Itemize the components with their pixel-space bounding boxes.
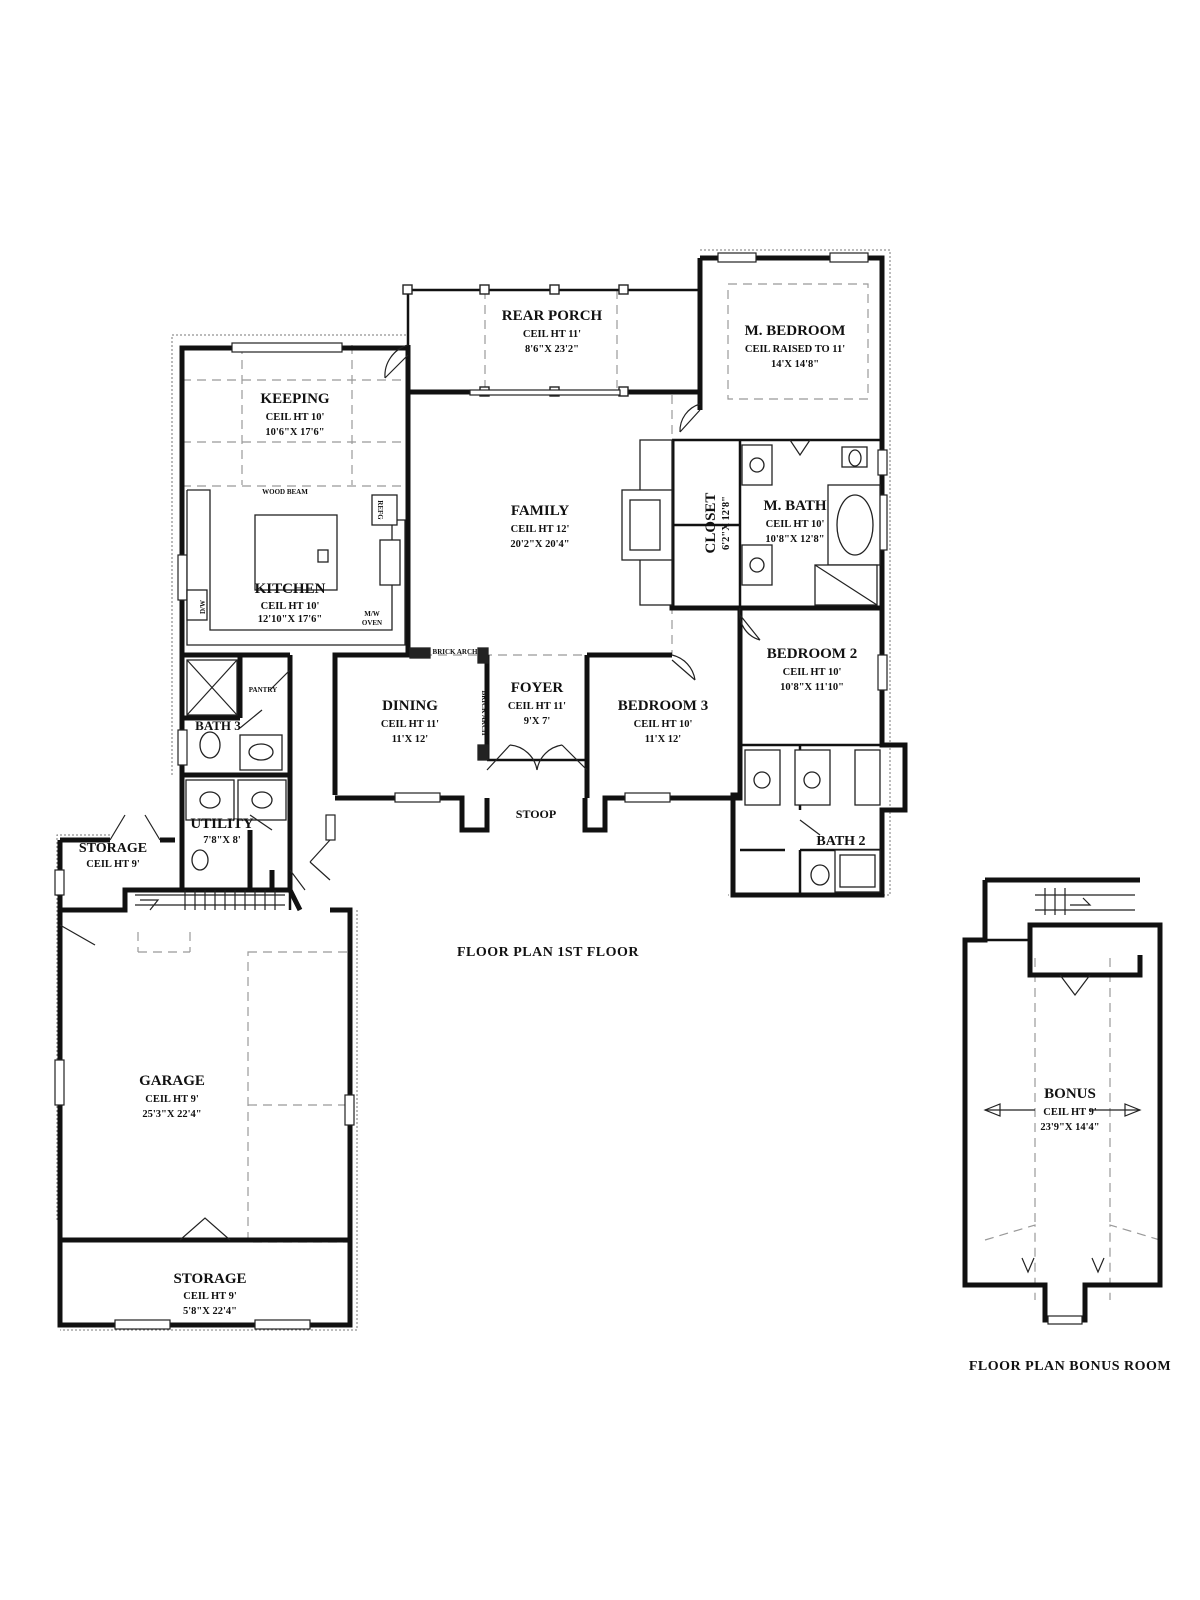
m-bedroom-ceiling: CEIL RAISED TO 11'	[745, 344, 845, 355]
dining-ceiling: CEIL HT 11'	[381, 719, 439, 730]
brick-arch-label-top: BRICK ARCH	[433, 648, 478, 656]
m-bedroom-name: M. BEDROOM	[745, 323, 846, 339]
storage-small-name: STORAGE	[79, 841, 147, 856]
keeping-size: 10'6"X 17'6"	[265, 427, 324, 438]
keeping-name: KEEPING	[260, 391, 330, 407]
wood-beam-label: WOOD BEAM	[262, 488, 308, 496]
bedroom-3-name: BEDROOM 3	[618, 698, 708, 714]
bath-2-name: BATH 2	[816, 834, 865, 849]
m-bedroom-size: 14'X 14'8"	[771, 359, 819, 370]
rear-porch-name: REAR PORCH	[502, 308, 603, 324]
kitchen-name: KITCHEN	[255, 581, 326, 597]
bath-3-name: BATH 3	[195, 718, 241, 733]
dining-name: DINING	[382, 698, 438, 714]
oven-label: OVEN	[362, 619, 382, 627]
dining-size: 11'X 12'	[392, 734, 429, 745]
brick-arch-markers	[409, 647, 489, 761]
m-bath-ceiling: CEIL HT 10'	[766, 519, 825, 530]
bonus-size: 23'9"X 14'4"	[1040, 1122, 1099, 1133]
family-ceiling: CEIL HT 12'	[511, 524, 570, 535]
foyer-name: FOYER	[511, 680, 564, 696]
garage-name: GARAGE	[139, 1073, 205, 1089]
closet-size: 6'2"X 12'8"	[721, 496, 732, 550]
bedroom-2-name: BEDROOM 2	[767, 646, 857, 662]
storage-garage-name: STORAGE	[173, 1271, 246, 1287]
bedroom-2-size: 10'8"X 11'10"	[780, 682, 844, 693]
bonus-room-plan	[962, 877, 1163, 1325]
garage-size: 25'3"X 22'4"	[142, 1109, 201, 1120]
microwave-label: M/W	[364, 610, 380, 618]
pantry-label: PANTRY	[249, 686, 277, 694]
m-bath-size: 10'8"X 12'8"	[765, 534, 824, 545]
kitchen-ceiling: CEIL HT 10'	[261, 601, 320, 612]
family-size: 20'2"X 20'4"	[510, 539, 569, 550]
door-swings	[239, 344, 821, 891]
storage-small-ceiling: CEIL HT 9'	[86, 859, 140, 870]
keeping-ceiling: CEIL HT 10'	[266, 412, 325, 423]
foyer-ceiling: CEIL HT 11'	[508, 701, 566, 712]
windows	[177, 252, 888, 803]
storage-garage-ceiling: CEIL HT 9'	[183, 1291, 237, 1302]
plan-titles: FLOOR PLAN 1ST FLOOR FLOOR PLAN BONUS RO…	[457, 945, 1171, 1374]
brick-arch-label-side: BRICK ARCH	[480, 691, 488, 736]
bedroom-3-ceiling: CEIL HT 10'	[634, 719, 693, 730]
refg-label: REFG	[376, 500, 384, 520]
stoop-name: STOOP	[516, 807, 556, 821]
bedroom-2-ceiling: CEIL HT 10'	[783, 667, 842, 678]
rear-porch-size: 8'6"X 23'2"	[525, 344, 579, 355]
rear-porch-ceiling: CEIL HT 11'	[523, 329, 581, 340]
stairs	[135, 890, 285, 911]
utility-name: UTILITY	[190, 816, 254, 832]
storage-garage-size: 5'8"X 22'4"	[183, 1306, 237, 1317]
bath-fixtures	[185, 444, 881, 893]
utility-size: 7'8"X 8'	[203, 835, 241, 846]
bonus-floor-title: FLOOR PLAN BONUS ROOM	[969, 1359, 1171, 1374]
rear-porch-structure	[402, 284, 700, 397]
m-bath-name: M. BATH	[763, 498, 826, 514]
kitchen-cabinetry	[186, 489, 406, 646]
bonus-ceiling: CEIL HT 9'	[1043, 1107, 1097, 1118]
bedroom-3-size: 11'X 12'	[645, 734, 682, 745]
kitchen-size: 12'10"X 17'6"	[258, 614, 322, 625]
first-floor-title: FLOOR PLAN 1ST FLOOR	[457, 945, 639, 960]
garage-wing	[54, 814, 355, 1330]
dishwasher-label: D/W	[199, 600, 207, 614]
fireplace	[621, 439, 673, 606]
room-labels: REAR PORCH CEIL HT 11' 8'6"X 23'2" M. BE…	[79, 308, 1100, 1317]
family-name: FAMILY	[511, 503, 570, 519]
bonus-stairs	[1035, 888, 1135, 915]
garage-ceiling: CEIL HT 9'	[145, 1094, 199, 1105]
bonus-name: BONUS	[1044, 1086, 1096, 1102]
closet-name: CLOSET	[703, 493, 719, 554]
foyer-size: 9'X 7'	[524, 716, 551, 727]
